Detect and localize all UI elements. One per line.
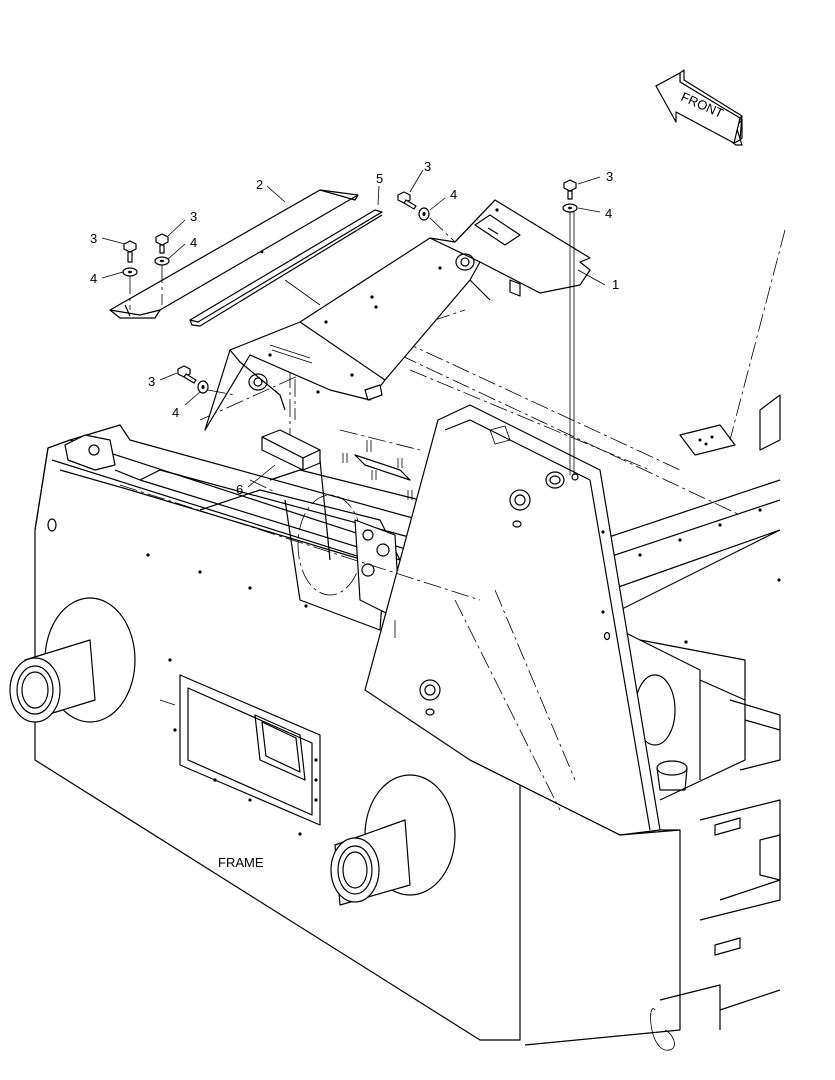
bolt-icon xyxy=(123,240,137,263)
callout-4: 4 xyxy=(450,187,457,202)
washer-icon xyxy=(122,267,138,277)
callout-4: 4 xyxy=(172,405,179,420)
washer-icon xyxy=(197,380,209,394)
leader-lines xyxy=(101,169,606,488)
callout-5: 5 xyxy=(376,171,383,186)
bolt-axis-lines xyxy=(129,212,575,475)
callout-4: 4 xyxy=(190,235,197,250)
frame-label: FRAME xyxy=(218,855,264,870)
callout-6: 6 xyxy=(236,482,243,497)
callout-3: 3 xyxy=(190,209,197,224)
bolt-icon xyxy=(177,365,197,384)
frame-assembly xyxy=(9,394,781,1051)
callout-4: 4 xyxy=(605,206,612,221)
callout-4: 4 xyxy=(90,271,97,286)
bolt-icon xyxy=(155,233,169,254)
front-arrow-icon: FRONT xyxy=(655,69,743,146)
callout-1: 1 xyxy=(612,277,619,292)
callout-3: 3 xyxy=(424,159,431,174)
callout-labels: 1 2 3 3 3 3 3 4 4 4 4 4 5 6 xyxy=(90,159,619,497)
washer-icon xyxy=(418,207,430,221)
callout-3: 3 xyxy=(606,169,613,184)
strip-part-5 xyxy=(189,209,383,327)
bolt-icon xyxy=(397,191,417,210)
callout-2: 2 xyxy=(256,177,263,192)
washer-icon xyxy=(154,256,170,266)
washer-icon xyxy=(562,203,578,213)
bolt-icon xyxy=(563,179,577,200)
angle-part-2 xyxy=(109,189,359,319)
callout-3: 3 xyxy=(90,231,97,246)
bracket-part-1 xyxy=(204,199,591,431)
block-part-6 xyxy=(261,429,321,471)
callout-3: 3 xyxy=(148,374,155,389)
